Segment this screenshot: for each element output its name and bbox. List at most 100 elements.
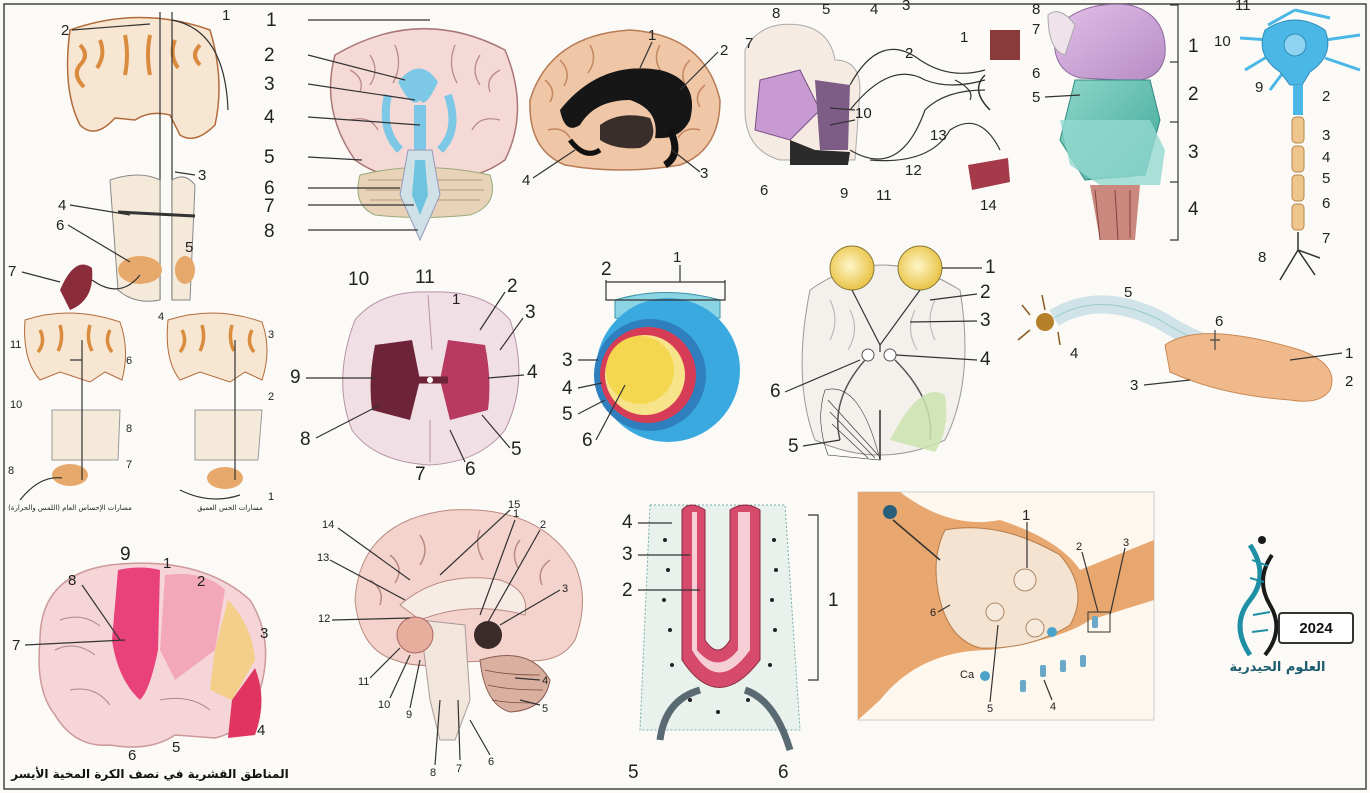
medial-label-4: 4 [522, 172, 530, 189]
visual-label-1: 1 [985, 257, 996, 278]
pathway-bottom-label-6a: 6 [126, 355, 132, 367]
brainstem-label-7: 7 [1032, 21, 1040, 38]
brainstem-label-5: 5 [1032, 89, 1040, 106]
medial-label-1: 1 [648, 27, 656, 44]
medial-label-3: 3 [700, 165, 708, 182]
limbic-label-5: 5 [822, 1, 830, 18]
pathway-bottom-label-2: 2 [268, 391, 274, 403]
pathway-top-label-3: 3 [198, 167, 206, 184]
nmj-label-1: 1 [1345, 345, 1353, 362]
spinal-label-9: 9 [290, 367, 301, 388]
visual-label-6: 6 [770, 381, 781, 402]
limbic-label-13: 13 [930, 127, 947, 144]
neural-tube-diagram: 1 2 3 4 5 6 [622, 505, 839, 783]
pathway-bottom-label-11: 11 [10, 339, 21, 351]
limbic-label-1: 1 [960, 29, 968, 46]
eye-cup-label-2: 2 [601, 259, 612, 280]
neuron-label-6: 6 [1322, 195, 1330, 212]
cortex-label-2: 2 [197, 573, 205, 590]
sagittal-label-14: 14 [322, 519, 334, 531]
spinal-label-2: 2 [507, 276, 518, 297]
neuron-label-2: 2 [1322, 88, 1330, 105]
ventricles-label-7: 7 [264, 196, 275, 217]
cortex-label-1: 1 [163, 555, 171, 572]
cortex-label-8: 8 [68, 572, 76, 589]
ventricles-label-2: 2 [264, 45, 275, 66]
cortex-label-5: 5 [172, 739, 180, 756]
limbic-label-2: 2 [905, 45, 913, 62]
neuromuscular-diagram: 5 6 4 1 2 3 [1018, 284, 1353, 401]
pathway-caption-right: مسارات الحس العميق [197, 504, 263, 512]
nmj-label-2: 2 [1345, 373, 1353, 390]
limbic-label-12: 12 [905, 162, 922, 179]
limbic-label-14: 14 [980, 197, 997, 214]
sagittal-label-12: 12 [318, 613, 330, 625]
neuron-label-9: 9 [1255, 79, 1263, 96]
pathway-top-label-6: 6 [56, 217, 64, 234]
pathway-caption-left: مسارات الإحساس العام (اللمس والحرارة) [8, 504, 132, 512]
brainstem-label-8: 8 [1032, 1, 1040, 18]
brainstem-label-6: 6 [1032, 65, 1040, 82]
spinal-label-5: 5 [511, 439, 522, 460]
cortex-label-3: 3 [260, 625, 268, 642]
synapse-label-2: 2 [1076, 541, 1082, 553]
neuron-label-3: 3 [1322, 127, 1330, 144]
neuron-label-5: 5 [1322, 170, 1330, 187]
neural-tube-label-1: 1 [828, 590, 839, 611]
sagittal-label-2: 2 [540, 519, 546, 531]
eye-cup-label-5: 5 [562, 404, 573, 425]
spinal-label-11: 11 [415, 267, 435, 288]
pathway-bottom-label-1: 1 [268, 491, 274, 503]
pathway-bottom-label-8a: 8 [126, 423, 132, 435]
synapse-label-1: 1 [1022, 507, 1030, 524]
eye-cup-label-4: 4 [562, 378, 573, 399]
neural-tube-label-6: 6 [778, 762, 789, 783]
brainstem-label-2: 2 [1188, 84, 1199, 105]
sagittal-label-3: 3 [562, 583, 568, 595]
visual-label-5: 5 [788, 436, 799, 457]
limbic-label-3: 3 [902, 0, 910, 14]
synapse-label-4: 4 [1050, 701, 1056, 713]
neuron-label-4: 4 [1322, 149, 1330, 166]
spinal-label-10: 10 [348, 269, 369, 290]
pathway-bottom-label-7a: 7 [126, 459, 132, 471]
brainstem-label-4: 4 [1188, 199, 1199, 220]
ventricles-label-5: 5 [264, 147, 275, 168]
spinal-label-1: 1 [452, 291, 460, 308]
cortex-label-6: 6 [128, 747, 136, 764]
cortex-label-4: 4 [257, 722, 265, 739]
pathway-bottom-label-4: 4 [158, 311, 164, 323]
limbic-label-8: 8 [772, 5, 780, 22]
limbic-label-10: 10 [855, 105, 872, 122]
pathway-top-label-2: 2 [61, 22, 69, 39]
pathway-bottom-label-10: 10 [10, 399, 22, 411]
pathway-top-label-5: 5 [185, 239, 193, 256]
sagittal-label-15: 15 [508, 499, 520, 511]
sagittal-brain-diagram: 14 13 12 11 10 9 8 7 6 5 4 3 2 1 15 [317, 499, 583, 779]
neuron-label-8: 8 [1258, 249, 1266, 266]
year-badge: 2024 [1278, 612, 1354, 644]
neuron-label-7: 7 [1322, 230, 1330, 247]
pathway-top-label-4: 4 [58, 197, 66, 214]
pathway-top-label-7: 7 [8, 263, 16, 280]
neural-tube-label-5: 5 [628, 762, 639, 783]
brand-name: العلوم الحيدرية [1190, 660, 1365, 675]
synapse-label-3: 3 [1123, 537, 1129, 549]
sagittal-label-5: 5 [542, 703, 548, 715]
spinal-label-3: 3 [525, 302, 536, 323]
cortex-areas-diagram: 9 1 2 3 4 5 6 7 8 المناطق القشرية في نصف… [10, 544, 288, 781]
limbic-pathway-diagram: 8 5 4 3 2 1 7 10 13 12 11 9 6 14 [745, 0, 1020, 214]
eye-cup-label-6: 6 [582, 430, 593, 451]
spinal-label-8: 8 [300, 429, 311, 450]
visual-label-4: 4 [980, 349, 991, 370]
cortex-label-7: 7 [12, 637, 20, 654]
spinal-label-6: 6 [465, 459, 476, 480]
pathway-bottom-label-3: 3 [268, 329, 274, 341]
eye-cup-label-1: 1 [673, 249, 681, 266]
limbic-label-6: 6 [760, 182, 768, 199]
neuron-label-11: 11 [1235, 0, 1251, 14]
sagittal-label-9: 9 [406, 709, 412, 721]
ventricles-label-3: 3 [264, 74, 275, 95]
neuron-diagram: 11 10 9 2 3 4 5 6 7 8 [1214, 0, 1360, 280]
